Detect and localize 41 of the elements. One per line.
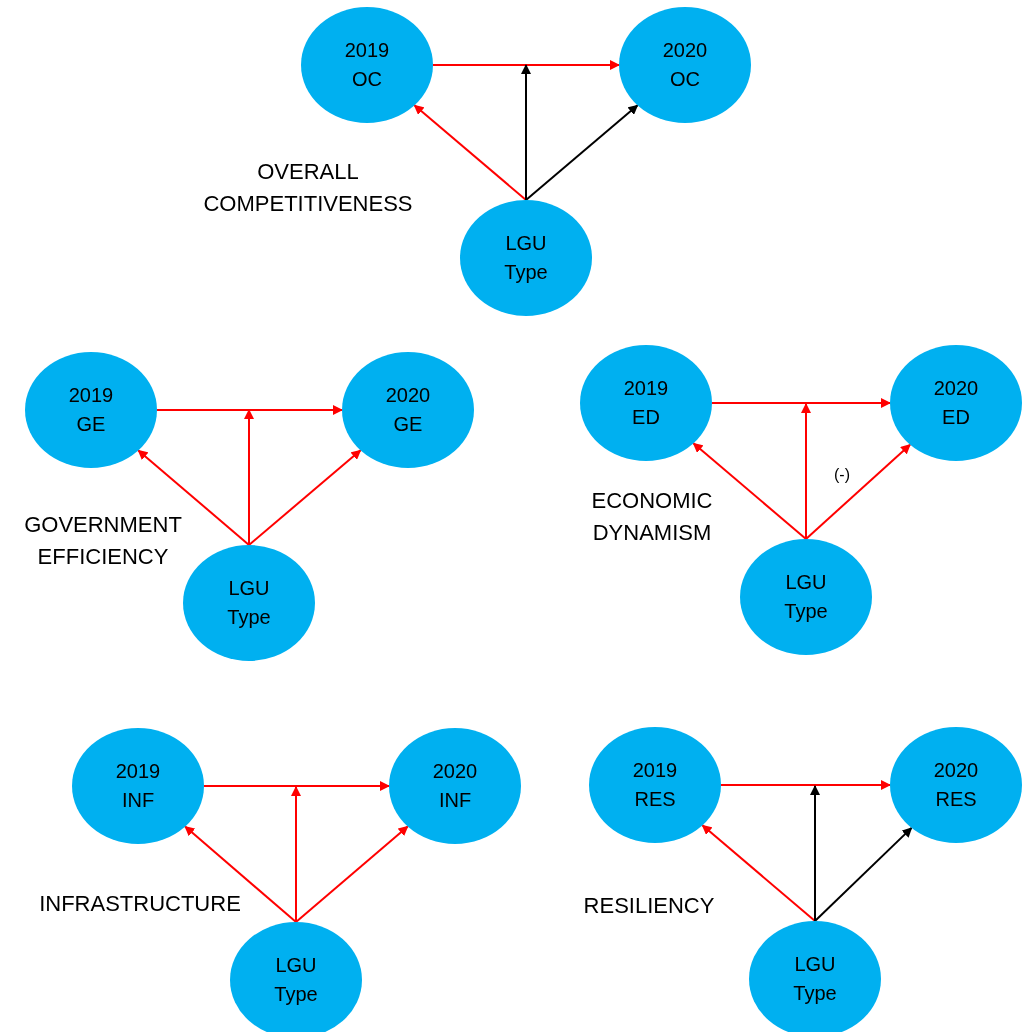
node-label: LGU Type (273, 953, 319, 1007)
arrow (521, 64, 531, 201)
node-label: 2020 GE (384, 383, 432, 437)
arrow (413, 104, 527, 201)
category-label: OVERALL COMPETITIVENESS (202, 158, 414, 218)
arrow (248, 449, 362, 546)
node-label: LGU Type (503, 231, 549, 285)
node-label: LGU Type (792, 952, 838, 1006)
arrow (203, 781, 390, 791)
arrow (810, 785, 820, 922)
node-label: 2020 ED (932, 376, 980, 430)
arrow (291, 786, 301, 923)
arrow (805, 443, 912, 540)
arrow (525, 104, 639, 201)
category-label: INFRASTRUCTURE (38, 890, 242, 918)
arrow (137, 449, 250, 546)
arrow (814, 826, 913, 922)
arrow (184, 825, 297, 923)
node-label: 2019 OC (343, 38, 391, 92)
arrow (295, 825, 409, 923)
node-label: 2020 OC (661, 38, 709, 92)
node-label: 2019 INF (114, 759, 162, 813)
node-label: 2019 GE (67, 383, 115, 437)
node-label: LGU Type (783, 570, 829, 624)
node-label: 2020 INF (431, 759, 479, 813)
arrow (692, 442, 807, 540)
arrow (244, 409, 254, 546)
node-label: LGU Type (226, 576, 272, 630)
category-label: ECONOMIC DYNAMISM (590, 487, 714, 547)
arrow (156, 405, 343, 415)
edge-label: (-) (833, 465, 851, 484)
category-label: RESILIENCY (582, 892, 716, 920)
category-label: GOVERNMENT EFFICIENCY (23, 511, 183, 571)
node-label: 2019 RES (631, 758, 679, 812)
arrow (701, 824, 816, 922)
arrow (801, 403, 811, 540)
node-label: 2019 ED (622, 376, 670, 430)
arrow (720, 780, 891, 790)
arrow (432, 60, 620, 70)
arrow (711, 398, 891, 408)
node-label: 2020 RES (932, 758, 980, 812)
